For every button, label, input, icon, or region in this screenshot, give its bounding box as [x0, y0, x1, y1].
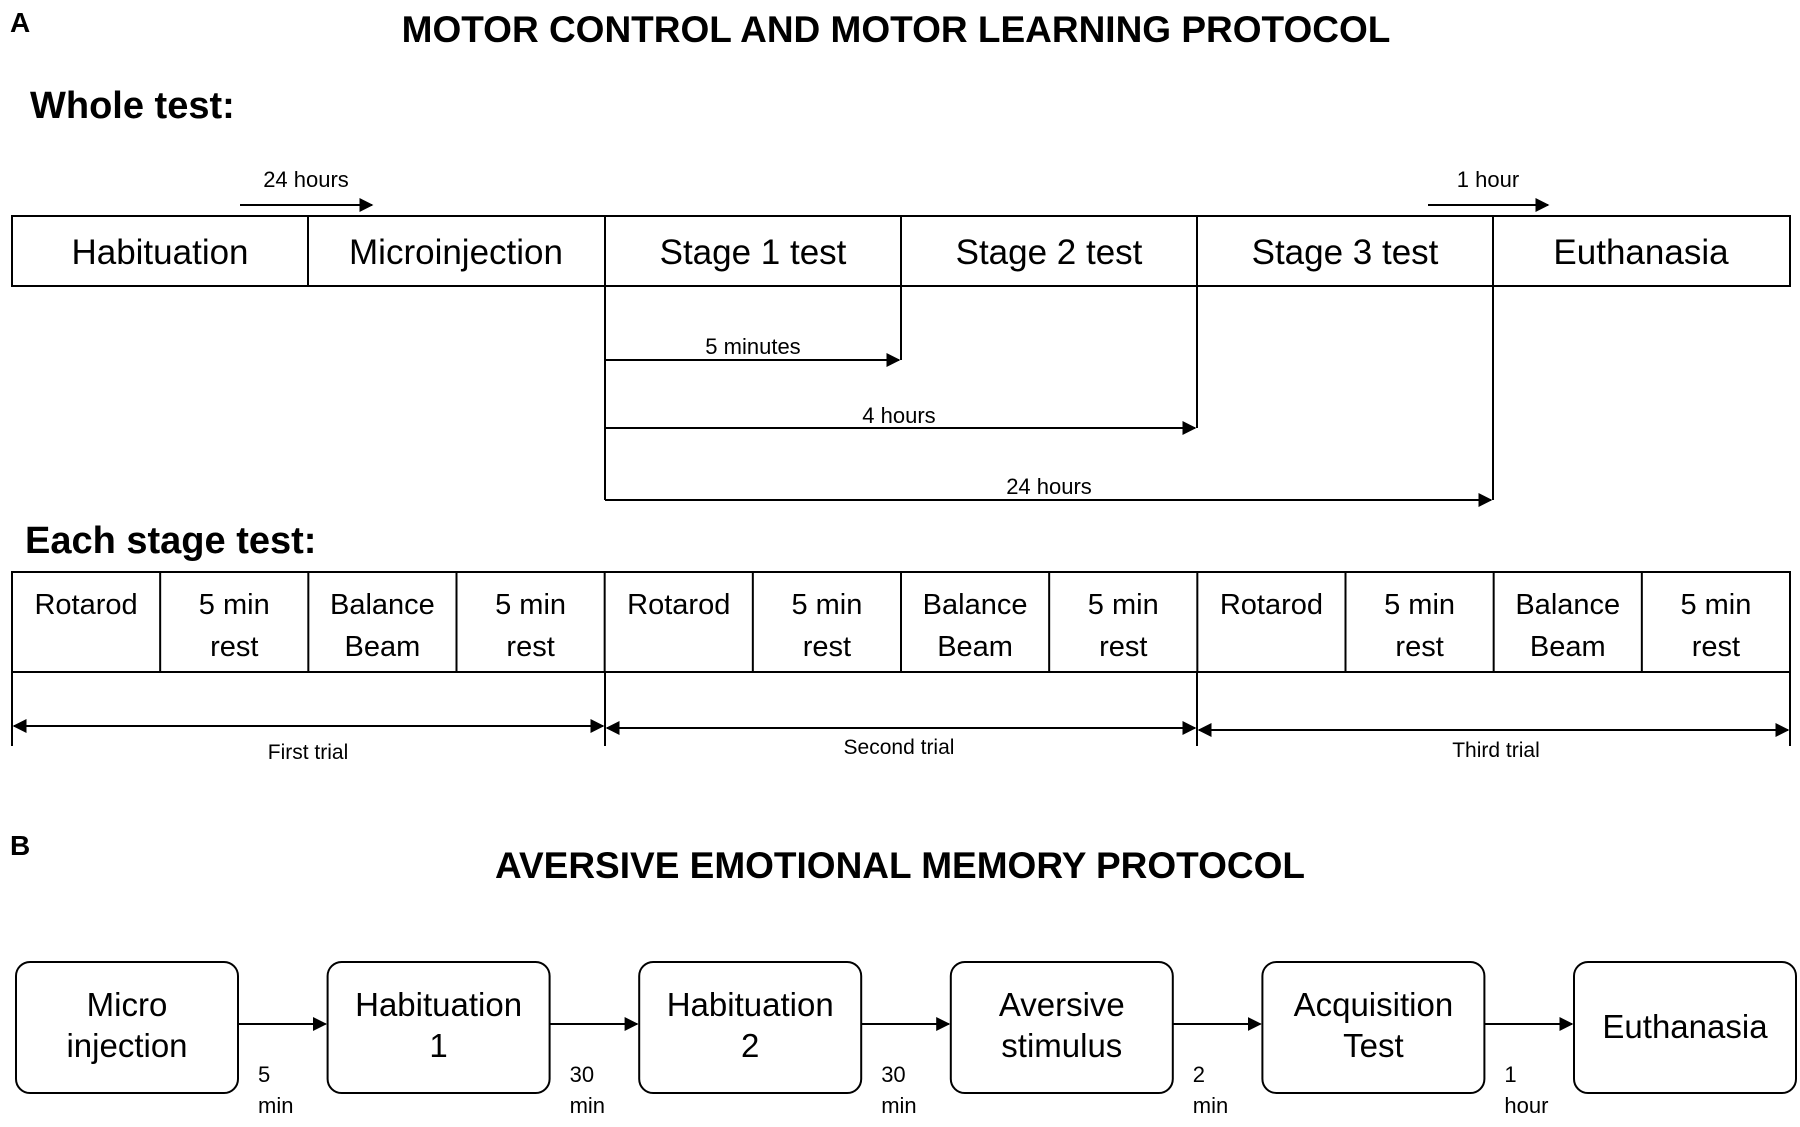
flow-step-label-line-2: 2: [741, 1027, 759, 1064]
flow-step-box: [1261, 961, 1486, 1094]
stage-cell-5-min-rest-line-2: rest: [506, 631, 554, 663]
timeline-stage-2-test: Stage 2 test: [956, 233, 1143, 272]
stage-cell-rotarod-line-1: Rotarod: [34, 589, 137, 621]
stage-cell-5-min-rest-line-1: 5 min: [1384, 589, 1455, 621]
flow-step-label-line-2: injection: [66, 1027, 187, 1064]
stage-cell-5-min-rest-line-1: 5 min: [791, 589, 862, 621]
stage-cell-5-min-rest-line-2: rest: [1395, 631, 1443, 663]
interval-label: 24 hours: [263, 167, 349, 192]
stage-cell-5-min-rest-line-1: 5 min: [1680, 589, 1751, 621]
flow-interval-label-line-1: 30: [881, 1062, 905, 1087]
flow-step-label-line-1: Acquisition: [1294, 986, 1454, 1023]
flow-interval-label-line-2: min: [570, 1093, 605, 1118]
each-stage-label: Each stage test:: [25, 520, 316, 562]
stage-cell-balance-beam-line-1: Balance: [1515, 589, 1620, 621]
first-trial-label: First trial: [268, 741, 349, 764]
flow-interval-5-min: 5 min: [238, 1017, 328, 1118]
flow-step-label-line-1: Habituation: [355, 986, 522, 1023]
flow-step-box: [326, 961, 551, 1094]
interval-habituation-microinjection: 24 hours: [240, 167, 374, 212]
timeline-microinjection: Microinjection: [349, 233, 563, 272]
flow-interval-30-min: 30 min: [861, 1017, 951, 1118]
stage-cell-balance-beam-line-2: Beam: [937, 631, 1013, 663]
stage-cell-5-min-rest-line-2: rest: [210, 631, 258, 663]
flow-step-habituation-2: Habituation 2: [638, 961, 863, 1094]
flow-interval-label-line-1: 2: [1193, 1062, 1205, 1087]
flow-step-box: [638, 961, 863, 1094]
stage-cell-rotarod-line-1: Rotarod: [627, 589, 730, 621]
stage-cell-5-min-rest-line-1: 5 min: [1088, 589, 1159, 621]
flow-interval-label-line-1: 1: [1504, 1062, 1516, 1087]
flow-interval-label-line-2: min: [1193, 1093, 1228, 1118]
stage-intervals: 5 minutes 4 hours 24 hours: [604, 286, 1494, 507]
timeline-euthanasia: Euthanasia: [1553, 233, 1729, 272]
flow-interval-label-line-2: hour: [1504, 1093, 1548, 1118]
flow-step-label-line-1: Euthanasia: [1602, 1008, 1768, 1045]
panel-a-title: MOTOR CONTROL AND MOTOR LEARNING PROTOCO…: [402, 9, 1391, 50]
flow-step-habituation-1: Habituation 1: [326, 961, 551, 1094]
panel-b-letter: B: [10, 830, 30, 861]
aversive-flow: Micro injection 5 min Habituation 1 30 min Habit…: [15, 961, 1797, 1118]
timeline-stage-3-test: Stage 3 test: [1252, 233, 1439, 272]
timeline-habituation: Habituation: [71, 233, 248, 272]
flow-interval-label-line-1: 5: [258, 1062, 270, 1087]
stage-cell-balance-beam-line-1: Balance: [923, 589, 1028, 621]
flow-step-box: [15, 961, 239, 1094]
stage-cell-rotarod-line-1: Rotarod: [1220, 589, 1323, 621]
flow-interval-30-min: 30 min: [549, 1017, 639, 1118]
stage-cell-5-min-rest-line-1: 5 min: [495, 589, 566, 621]
flow-interval-1-hour: 1 hour: [1484, 1017, 1574, 1118]
flow-step-label-line-1: Aversive: [999, 986, 1125, 1023]
flow-step-micro-injection: Micro injection: [15, 961, 239, 1094]
flow-interval-label-line-2: min: [258, 1093, 293, 1118]
trials: First trial Second trial Third trial: [11, 672, 1791, 764]
panel-a-letter: A: [10, 7, 30, 38]
interval-label: 1 hour: [1457, 167, 1519, 192]
flow-step-label-line-2: 1: [429, 1027, 447, 1064]
interval-stage3-euthanasia: 1 hour: [1428, 167, 1550, 212]
flow-interval-label-line-1: 30: [570, 1062, 594, 1087]
third-trial-label: Third trial: [1452, 739, 1540, 762]
interval-24-hours-label: 24 hours: [1006, 474, 1092, 499]
interval-4-hours-label: 4 hours: [862, 403, 935, 428]
stage-cell-5-min-rest-line-1: 5 min: [199, 589, 270, 621]
whole-test-label: Whole test:: [30, 85, 235, 127]
panel-b-title: AVERSIVE EMOTIONAL MEMORY PROTOCOL: [495, 845, 1305, 886]
flow-step-aversive-stimulus: Aversive stimulus: [949, 961, 1174, 1094]
flow-step-label-line-1: Habituation: [667, 986, 834, 1023]
stage-cell-balance-beam-line-1: Balance: [330, 589, 435, 621]
flow-step-box: [949, 961, 1174, 1094]
timeline-row: Habituation Microinjection Stage 1 test …: [11, 215, 1791, 287]
flow-step-box: [1573, 961, 1797, 1094]
timeline-stage-1-test: Stage 1 test: [660, 233, 847, 272]
stage-cell-balance-beam-line-2: Beam: [1530, 631, 1606, 663]
stage-cell-5-min-rest-line-2: rest: [1692, 631, 1740, 663]
flow-step-label-line-2: stimulus: [1001, 1027, 1122, 1064]
flow-step-label-line-2: Test: [1343, 1027, 1404, 1064]
flow-interval-label-line-2: min: [881, 1093, 916, 1118]
second-trial-label: Second trial: [844, 736, 955, 759]
stage-cell-5-min-rest-line-2: rest: [803, 631, 851, 663]
flow-interval-2-min: 2 min: [1172, 1017, 1262, 1118]
stage-cell-balance-beam-line-2: Beam: [345, 631, 421, 663]
flow-step-label-line-1: Micro: [87, 986, 168, 1023]
interval-5-minutes-label: 5 minutes: [705, 334, 800, 359]
stage-cell-5-min-rest-line-2: rest: [1099, 631, 1147, 663]
flow-step-euthanasia: Euthanasia: [1573, 961, 1797, 1094]
